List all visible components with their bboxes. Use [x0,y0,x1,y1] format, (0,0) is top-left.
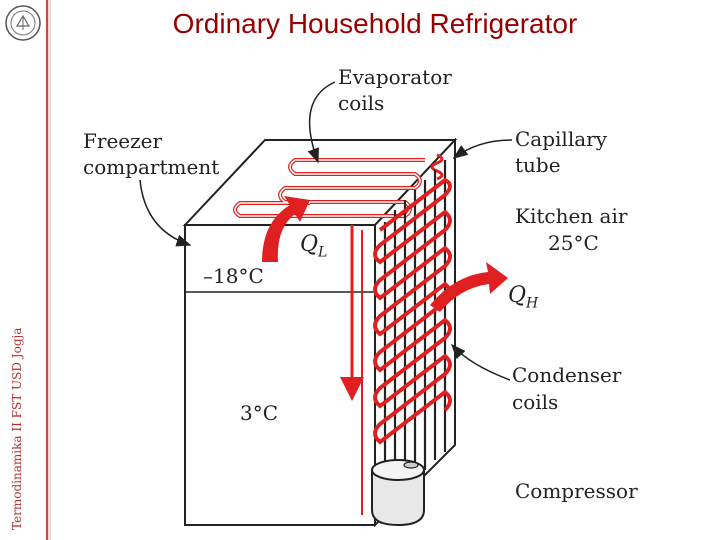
qh-arrow [430,262,508,312]
label-capillary: Capillary [515,127,608,151]
university-seal-logo [5,5,41,41]
sidebar-divider [48,0,51,540]
page-title: Ordinary Household Refrigerator [172,8,578,39]
condenser-frame-wires [383,160,447,510]
label-compressor: Compressor [515,479,638,503]
label-evaporator-coils: coils [338,91,385,115]
label-fridge-temp: 3°C [240,401,279,425]
capillary-tube [430,153,444,181]
evaporator-coils-inner [234,159,425,217]
label-tube: tube [515,153,561,177]
sidebar: Termodinamika II FST USD Jogja [0,0,48,540]
label-evaporator: Evaporator [338,65,452,89]
label-condenser: Condenser [512,363,622,387]
freezer-leader [139,179,192,247]
compressor-icon [371,459,425,527]
label-qh: QH [508,283,539,312]
ql-arrow [262,196,310,262]
label-ql: QL [300,232,328,261]
label-freezer: Freezer [83,129,163,153]
evaporator-leader [307,81,336,164]
label-compartment: compartment [83,155,220,179]
capillary-leader [452,139,513,159]
label-freezer-temp: –18°C [203,264,264,288]
label-kitchen-air: Kitchen air [515,204,628,228]
condenser-leader [450,343,511,381]
label-condenser-coils: coils [512,390,559,414]
label-kitchen-temp: 25°C [548,231,599,255]
